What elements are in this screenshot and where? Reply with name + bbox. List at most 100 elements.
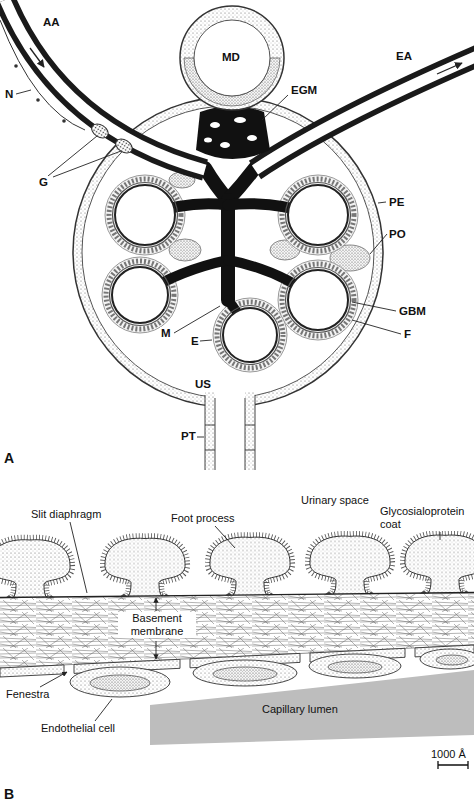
foot-processes xyxy=(217,302,283,368)
basement-membrane xyxy=(113,183,178,248)
structure-label: Urinary space xyxy=(300,494,370,507)
part-label: EA xyxy=(395,50,413,63)
part-label: M xyxy=(160,327,172,340)
afferent-arteriole-wall xyxy=(5,0,205,170)
endothelial-strip xyxy=(0,665,64,677)
granular-cell xyxy=(89,121,111,141)
bowman-capsule xyxy=(73,97,383,407)
mesangium-gap xyxy=(204,138,212,143)
part-label: GBM xyxy=(398,305,427,318)
leader-arrow xyxy=(156,598,157,611)
leader-line xyxy=(215,526,235,548)
leader-line xyxy=(95,699,112,721)
mesangium-gap xyxy=(210,122,220,128)
part-label: MD xyxy=(222,51,240,64)
tubule-lumen xyxy=(194,20,270,96)
leader-line xyxy=(70,522,87,593)
capillary-lumen xyxy=(223,308,277,362)
endothelial-cell xyxy=(420,649,474,669)
leader-line xyxy=(200,340,212,341)
flow-arrow xyxy=(437,63,462,74)
part-label: AA xyxy=(42,16,61,29)
endothelial-cell xyxy=(193,660,297,686)
capillary-lumen xyxy=(288,185,348,245)
nuclei xyxy=(90,655,468,691)
leader-line xyxy=(196,437,204,438)
nerve-varicosity xyxy=(36,98,40,102)
panel-letter: A xyxy=(4,450,14,466)
nucleus xyxy=(213,667,277,681)
part-label: PT xyxy=(180,430,197,443)
leader-arrow xyxy=(156,641,157,659)
efferent-arteriole-lumen xyxy=(255,55,474,170)
leader-lines xyxy=(40,522,440,721)
structure-label: Endothelial cell xyxy=(40,722,116,735)
podocyte-layer xyxy=(278,175,358,255)
capillary-lumen xyxy=(288,270,348,330)
part-label: F xyxy=(403,328,412,341)
leader-line xyxy=(352,320,401,334)
structure-label: Fenestra xyxy=(5,688,50,701)
podocyte-layer xyxy=(102,257,178,333)
leader-lines xyxy=(16,90,401,437)
endothelial-cell xyxy=(309,654,401,678)
panel-a xyxy=(0,0,474,470)
podocyte-layer xyxy=(278,260,358,340)
nerve-varicosity xyxy=(14,64,18,68)
panel-letter: B xyxy=(4,786,14,802)
foot-process xyxy=(210,537,290,596)
capillary-loops xyxy=(110,183,351,365)
podocyte-rings xyxy=(102,175,358,372)
nucleus xyxy=(90,675,150,691)
leader-line xyxy=(352,302,396,311)
basement-membrane xyxy=(221,306,280,365)
part-label: EGM xyxy=(290,84,318,97)
proximal-tubule-lumen xyxy=(215,380,245,470)
part-label: PE xyxy=(388,196,405,209)
capillary-lumen xyxy=(112,267,168,323)
nucleus xyxy=(328,661,382,673)
leader-arrow xyxy=(40,672,67,687)
endothelium xyxy=(0,645,474,697)
foot-process xyxy=(105,538,185,597)
foot-processes xyxy=(282,179,354,251)
foot-processes xyxy=(109,179,181,251)
urinary-space xyxy=(82,106,374,398)
podocyte-layer xyxy=(105,175,185,255)
leader-line xyxy=(53,151,121,177)
extraglomerular-mesangium xyxy=(196,106,270,159)
mesangium-gap xyxy=(220,142,230,148)
leader-line xyxy=(440,532,441,540)
structure-label: Capillary lumen xyxy=(262,703,338,716)
leader-line xyxy=(262,95,288,120)
part-label: N xyxy=(4,88,14,101)
flow-arrow xyxy=(30,48,44,67)
basement-membrane xyxy=(110,265,171,326)
structure-label: Glycosialoprotein coat xyxy=(379,505,471,531)
distal-tubule xyxy=(180,6,284,110)
capillary-lumen-area xyxy=(150,670,474,745)
basement-membrane-band xyxy=(0,593,474,668)
leader-line xyxy=(16,90,31,94)
basement-membrane xyxy=(286,268,351,333)
structure-label: Slit diaphragm xyxy=(30,508,102,521)
leader-line xyxy=(378,202,386,203)
mesangium-stalk xyxy=(221,200,235,300)
foot-process xyxy=(310,536,390,595)
nerve-varicosity xyxy=(62,119,66,123)
part-label: US xyxy=(195,378,211,391)
capillary-lumen xyxy=(115,185,175,245)
basement-membrane xyxy=(286,183,351,248)
foot-process xyxy=(405,535,474,594)
scale-label: 1000 Å xyxy=(430,748,467,761)
foot-process xyxy=(0,540,70,599)
scale-bar xyxy=(438,761,468,769)
structure-label: Basement membrane xyxy=(118,612,196,638)
structure-label: Foot process xyxy=(170,512,236,525)
part-label: G xyxy=(38,176,49,189)
foot-processes xyxy=(282,264,354,336)
endothelial-cell xyxy=(70,667,170,697)
podocyte-layer xyxy=(213,298,287,372)
